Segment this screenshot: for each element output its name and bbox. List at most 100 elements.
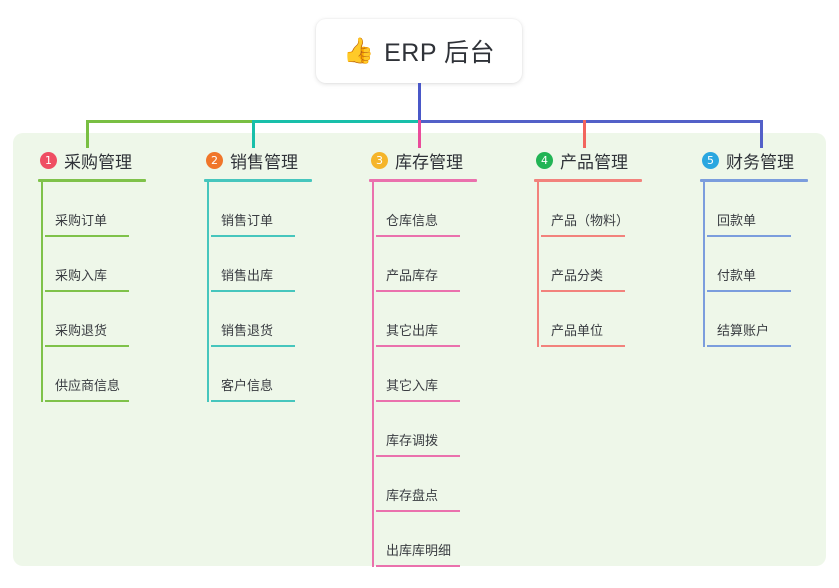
branch-items-finance: 回款单付款单结算账户: [703, 182, 808, 347]
leaf-item-label: 销售退货: [221, 323, 274, 338]
leaf-item[interactable]: 出库库明细: [376, 512, 460, 567]
indigo-segment: [418, 120, 761, 123]
branch-column-sales: 2 销售管理销售订单销售出库销售退货客户信息: [204, 147, 312, 402]
leaf-item[interactable]: 客户信息: [211, 347, 295, 402]
leaf-item[interactable]: 产品库存: [376, 237, 460, 292]
leaf-item[interactable]: 产品分类: [541, 237, 625, 292]
diagram-panel: [13, 133, 826, 566]
teal-segment: [252, 120, 419, 123]
leaf-item-underline: [707, 235, 791, 237]
branch-spine: [703, 182, 705, 347]
leaf-item[interactable]: 销售订单: [211, 182, 295, 237]
leaf-item-underline: [211, 345, 295, 347]
leaf-item-label: 其它出库: [386, 323, 439, 338]
leaf-item[interactable]: 产品（物料）: [541, 182, 629, 237]
leaf-item-underline: [45, 400, 129, 402]
branch-title: 库存管理: [395, 152, 463, 172]
leaf-item[interactable]: 回款单: [707, 182, 791, 237]
leaf-item[interactable]: 结算账户: [707, 292, 791, 347]
branch-column-inventory: 3 库存管理仓库信息产品库存其它出库其它入库库存调拨库存盘点出库库明细: [369, 147, 477, 567]
leaf-item-underline: [211, 400, 295, 402]
leaf-item[interactable]: 库存调拨: [376, 402, 460, 457]
leaf-item-label: 产品分类: [551, 268, 604, 283]
leaf-item-underline: [376, 510, 460, 512]
drop-finance: [760, 120, 763, 148]
leaf-item-label: 销售出库: [221, 268, 274, 283]
drop-inventory: [418, 120, 421, 148]
leaf-item-label: 其它入库: [386, 378, 439, 393]
branch-items-inventory: 仓库信息产品库存其它出库其它入库库存调拨库存盘点出库库明细: [372, 182, 477, 567]
branch-header-underline: [534, 179, 642, 182]
branch-title: 销售管理: [230, 152, 298, 172]
leaf-item-underline: [707, 345, 791, 347]
branch-header-underline: [38, 179, 146, 182]
branch-header-underline: [369, 179, 477, 182]
root-stem: [418, 83, 421, 122]
branch-items-sales: 销售订单销售出库销售退货客户信息: [207, 182, 312, 402]
leaf-item-underline: [541, 290, 625, 292]
leaf-item-underline: [45, 345, 129, 347]
root-node-title: ERP 后台: [384, 39, 496, 67]
branch-number-badge: 5: [702, 151, 719, 169]
leaf-item[interactable]: 销售出库: [211, 237, 295, 292]
leaf-item-label: 结算账户: [717, 323, 770, 338]
leaf-item[interactable]: 仓库信息: [376, 182, 460, 237]
leaf-item[interactable]: 采购退货: [45, 292, 129, 347]
leaf-item-underline: [541, 235, 625, 237]
leaf-item-label: 产品库存: [386, 268, 439, 283]
branch-number-badge: 4: [536, 151, 553, 169]
branch-items-purchase: 采购订单采购入库采购退货供应商信息: [41, 182, 146, 402]
leaf-item-underline: [541, 345, 625, 347]
leaf-item-underline: [45, 290, 129, 292]
leaf-item-underline: [376, 345, 460, 347]
leaf-item-underline: [211, 235, 295, 237]
leaf-item-label: 采购退货: [55, 323, 108, 338]
leaf-item-underline: [707, 290, 791, 292]
green-segment: [86, 120, 253, 123]
leaf-item[interactable]: 库存盘点: [376, 457, 460, 512]
branch-number-badge: 1: [40, 151, 57, 169]
leaf-item-label: 供应商信息: [55, 378, 121, 393]
leaf-item[interactable]: 销售退货: [211, 292, 295, 347]
leaf-item-label: 销售订单: [221, 213, 274, 228]
leaf-item[interactable]: 产品单位: [541, 292, 625, 347]
leaf-item-underline: [211, 290, 295, 292]
leaf-item-label: 回款单: [717, 213, 757, 228]
branch-spine: [537, 182, 539, 347]
leaf-item-underline: [45, 235, 129, 237]
leaf-item-label: 采购入库: [55, 268, 108, 283]
leaf-item[interactable]: 付款单: [707, 237, 791, 292]
leaf-item-label: 库存盘点: [386, 488, 439, 503]
leaf-item-underline: [376, 235, 460, 237]
branch-spine: [372, 182, 374, 567]
branch-title: 采购管理: [64, 152, 132, 172]
leaf-item[interactable]: 其它出库: [376, 292, 460, 347]
branch-title: 财务管理: [726, 152, 794, 172]
leaf-item-underline: [376, 400, 460, 402]
leaf-item-underline: [376, 290, 460, 292]
branch-header-sales[interactable]: 2 销售管理: [204, 147, 312, 173]
leaf-item-label: 产品单位: [551, 323, 604, 338]
leaf-item[interactable]: 采购入库: [45, 237, 129, 292]
branch-header-inventory[interactable]: 3 库存管理: [369, 147, 477, 173]
leaf-item[interactable]: 其它入库: [376, 347, 460, 402]
branch-column-finance: 5 财务管理回款单付款单结算账户: [700, 147, 808, 347]
drop-sales: [252, 120, 255, 148]
branch-header-purchase[interactable]: 1 采购管理: [38, 147, 146, 173]
branch-spine: [41, 182, 43, 402]
branch-number-badge: 3: [371, 151, 388, 169]
thumbs-up-icon: 👍: [342, 36, 375, 65]
leaf-item-label: 仓库信息: [386, 213, 439, 228]
branch-number-badge: 2: [206, 151, 223, 169]
leaf-item[interactable]: 供应商信息: [45, 347, 129, 402]
branch-header-underline: [204, 179, 312, 182]
branch-spine: [207, 182, 209, 402]
branch-header-finance[interactable]: 5 财务管理: [700, 147, 808, 173]
leaf-item-label: 客户信息: [221, 378, 274, 393]
leaf-item[interactable]: 采购订单: [45, 182, 129, 237]
branch-items-product: 产品（物料） 产品分类产品单位: [537, 182, 642, 347]
root-node[interactable]: 👍 ERP 后台: [316, 19, 522, 83]
